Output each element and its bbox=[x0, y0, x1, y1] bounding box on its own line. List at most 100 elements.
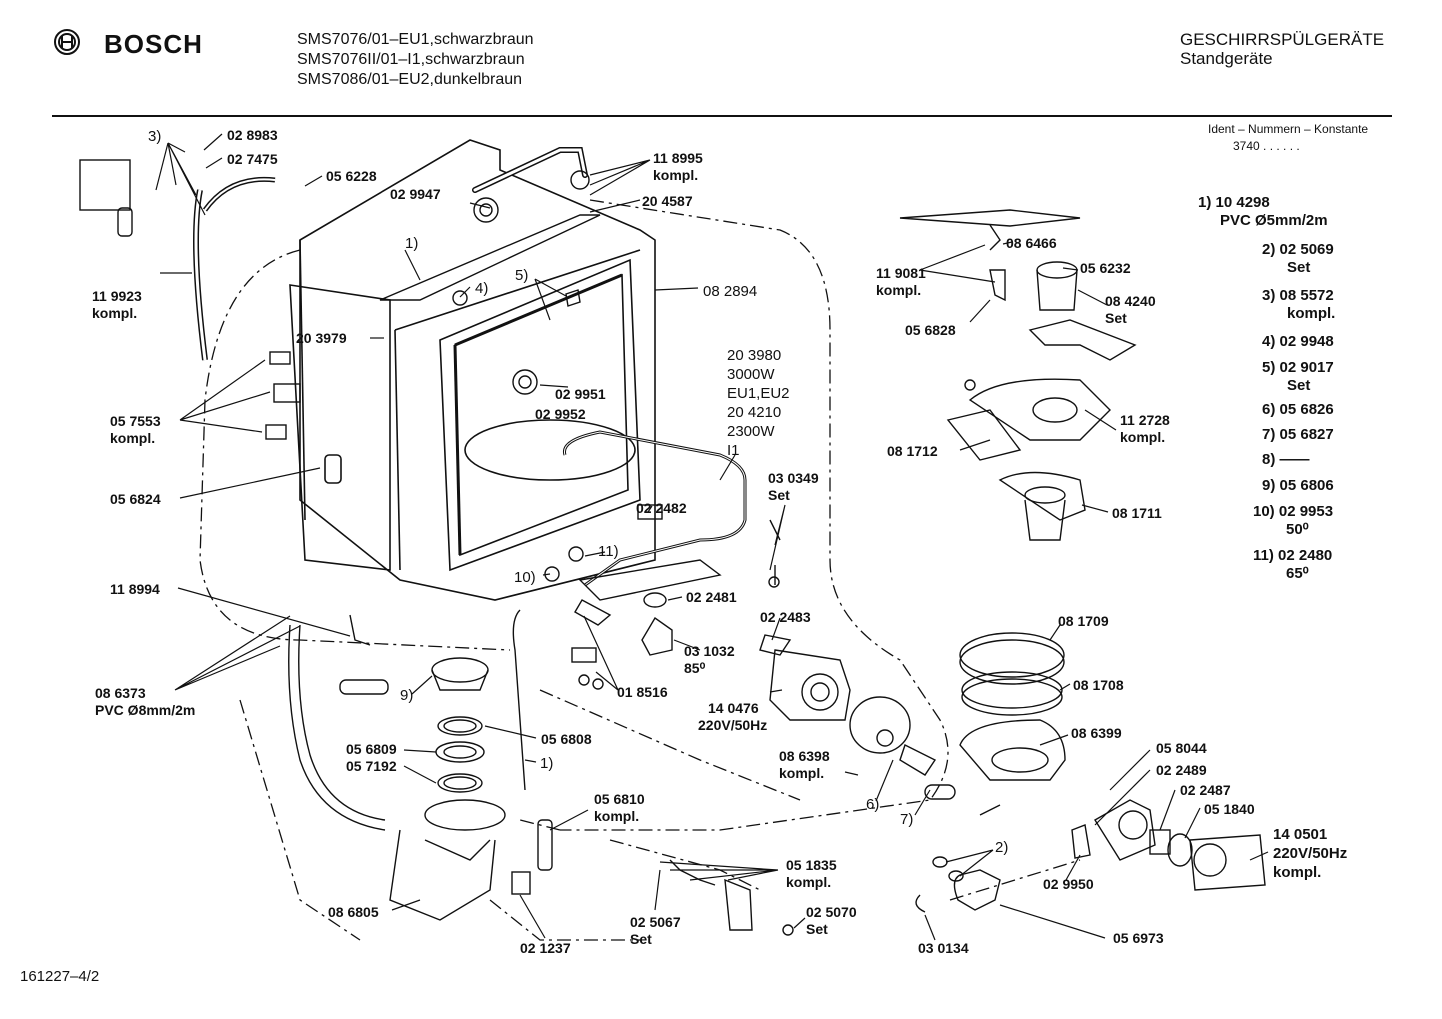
legend-item-7: 7) 05 6827 bbox=[1262, 426, 1334, 443]
part-label: Set bbox=[768, 487, 790, 503]
legend-item-1: 1) 10 4298 PVC Ø5mm/2m bbox=[1198, 194, 1328, 229]
part-label: 08 1712 bbox=[887, 443, 938, 459]
part-label: 02 7475 bbox=[227, 151, 278, 167]
part-label: 05 8044 bbox=[1156, 740, 1207, 756]
ident-title: Ident – Nummern – Konstante bbox=[1208, 122, 1369, 136]
part-label: kompl. bbox=[92, 305, 138, 321]
part-label: 08 6373 bbox=[95, 685, 146, 701]
part-label: 7) bbox=[900, 811, 914, 828]
part-label: kompl. bbox=[779, 765, 825, 781]
legend-item-8: 8) —— bbox=[1262, 451, 1310, 468]
part-label: kompl. bbox=[653, 167, 699, 183]
part-label: 3) bbox=[148, 128, 162, 145]
part-label: Set bbox=[630, 931, 652, 947]
part-label: 6) bbox=[866, 796, 880, 813]
part-label: 11 2728 bbox=[1120, 412, 1170, 428]
part-label: 03 0349 bbox=[768, 470, 819, 486]
part-label: kompl. bbox=[1120, 429, 1166, 445]
part-label: 05 1835 bbox=[786, 857, 837, 873]
part-label: 05 6824 bbox=[110, 491, 161, 507]
part-label: 1) bbox=[540, 755, 554, 772]
part-label: PVC Ø8mm/2m bbox=[95, 702, 196, 718]
part-label: 02 8983 bbox=[227, 127, 278, 143]
part-label: 08 6399 bbox=[1071, 725, 1122, 741]
part-label: 02 5067 bbox=[630, 914, 681, 930]
category: GESCHIRRSPÜLGERÄTE Standgeräte bbox=[1180, 30, 1384, 68]
part-label: 02 9950 bbox=[1043, 876, 1094, 892]
part-label: 02 2487 bbox=[1180, 782, 1231, 798]
part-label: kompl. bbox=[110, 430, 156, 446]
part-label: 5) bbox=[515, 267, 529, 284]
part-label: 11 8994 bbox=[110, 581, 160, 597]
part-label: 02 2483 bbox=[760, 609, 811, 625]
part-label: 05 6809 bbox=[346, 741, 397, 757]
bosch-logo-icon bbox=[54, 29, 80, 55]
part-label: 4) bbox=[475, 280, 489, 297]
part-label: 08 1708 bbox=[1073, 677, 1124, 693]
part-label: 05 7553 bbox=[110, 413, 161, 429]
part-label: kompl. bbox=[1273, 864, 1322, 881]
part-label: 03 1032 bbox=[684, 643, 735, 659]
part-label: 08 1709 bbox=[1058, 613, 1109, 629]
part-label: 1) bbox=[405, 235, 419, 252]
part-label: kompl. bbox=[594, 808, 640, 824]
part-label: 02 9952 bbox=[535, 406, 586, 422]
part-label: Set bbox=[1105, 310, 1127, 326]
legend-item-9: 9) 05 6806 bbox=[1262, 477, 1334, 494]
part-label: 02 1237 bbox=[520, 940, 571, 956]
model-line: SMS7076/01–EU1,schwarzbraun bbox=[297, 31, 534, 48]
part-label: 02 5070 bbox=[806, 904, 857, 920]
part-label: kompl. bbox=[876, 282, 922, 298]
part-label: 05 7192 bbox=[346, 758, 397, 774]
model-line: SMS7076II/01–I1,schwarzbraun bbox=[297, 51, 525, 68]
legend-item-6: 6) 05 6826 bbox=[1262, 401, 1334, 418]
part-label: 20 4587 bbox=[642, 193, 693, 209]
part-label: 02 2481 bbox=[686, 589, 737, 605]
part-label: 02 9951 bbox=[555, 386, 606, 402]
part-label: 14 0501 bbox=[1273, 826, 1328, 843]
part-label: 08 6398 bbox=[779, 748, 830, 764]
category-title: GESCHIRRSPÜLGERÄTE bbox=[1180, 30, 1385, 49]
part-label: 11 9923 bbox=[92, 288, 142, 304]
part-label: 08 4240 bbox=[1105, 293, 1156, 309]
part-label: 05 6828 bbox=[905, 322, 956, 338]
part-label: 08 1711 bbox=[1112, 505, 1162, 521]
brand-name: BOSCH bbox=[104, 29, 203, 59]
category-subtitle: Standgeräte bbox=[1180, 49, 1273, 68]
document-number: 161227–4/2 bbox=[20, 968, 100, 985]
part-label: 9) bbox=[400, 687, 414, 704]
part-label: 11) bbox=[598, 543, 619, 560]
model-line: SMS7086/01–EU2,dunkelbraun bbox=[297, 71, 523, 88]
legend-item-4: 4) 02 9948 bbox=[1262, 333, 1334, 350]
part-label: 02 2482 bbox=[636, 500, 687, 516]
part-label: 11 8995 bbox=[653, 150, 703, 166]
part-label: 08 2894 bbox=[703, 283, 758, 300]
part-label: 03 0134 bbox=[918, 940, 969, 956]
ident-value: 3740 . . . . . . bbox=[1233, 139, 1300, 153]
part-label: 08 6805 bbox=[328, 904, 379, 920]
part-label: 02 2489 bbox=[1156, 762, 1207, 778]
part-label: 02 9947 bbox=[390, 186, 441, 202]
part-label: 05 1840 bbox=[1204, 801, 1255, 817]
part-label: 08 6466 bbox=[1006, 235, 1057, 251]
part-label: kompl. bbox=[786, 874, 832, 890]
part-label: 220V/50Hz bbox=[698, 717, 768, 733]
part-label: 20 3979 bbox=[296, 330, 347, 346]
part-label: 11 9081 bbox=[876, 265, 926, 281]
part-label: 220V/50Hz bbox=[1273, 845, 1348, 862]
part-label: 05 6808 bbox=[541, 731, 592, 747]
part-label: 05 6973 bbox=[1113, 930, 1164, 946]
part-label: 10) bbox=[514, 569, 536, 586]
part-label: 05 6232 bbox=[1080, 260, 1131, 276]
part-label: Set bbox=[806, 921, 828, 937]
part-label: 05 6228 bbox=[326, 168, 377, 184]
part-label: 05 6810 bbox=[594, 791, 645, 807]
part-label: 01 8516 bbox=[617, 684, 668, 700]
